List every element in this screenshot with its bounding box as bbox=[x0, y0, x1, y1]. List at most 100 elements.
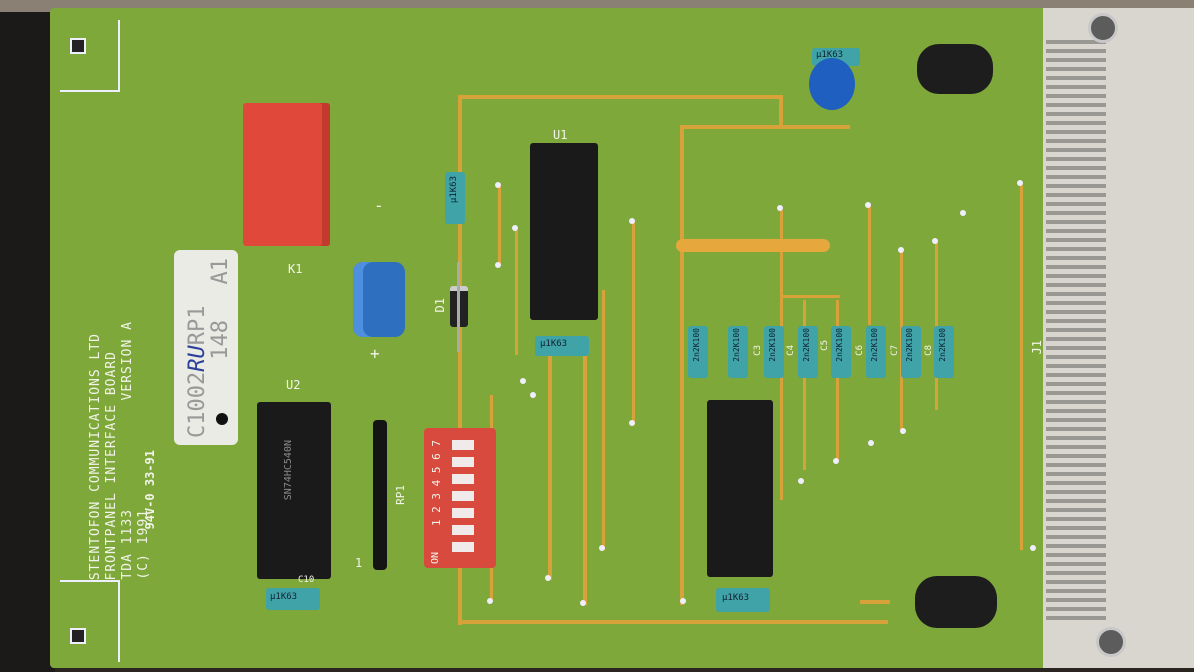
trace-short-1 bbox=[498, 185, 501, 265]
designator-c4: C4 bbox=[786, 345, 796, 356]
bank-cap-label: 2n2K100 bbox=[905, 328, 914, 362]
bank-cap-label: 2n2K100 bbox=[938, 328, 947, 362]
bank-cap-label: 2n2K100 bbox=[732, 328, 741, 362]
sticker-line1-suffix: RP1 bbox=[185, 305, 210, 346]
via bbox=[960, 210, 966, 216]
ic-u2 bbox=[257, 402, 331, 579]
sticker-handwriting: RU bbox=[185, 345, 210, 372]
corner-silk-top bbox=[60, 20, 120, 92]
ul-rating: 94V-0 33-91 bbox=[143, 450, 157, 530]
designator-c3: C3 bbox=[753, 345, 763, 356]
bank-cap-label: 2n2K100 bbox=[802, 328, 811, 362]
maker-line2: FRONTPANEL INTERFACE BOARD bbox=[104, 350, 119, 581]
bank-cap-label: 2n2K100 bbox=[835, 328, 844, 362]
via bbox=[487, 598, 493, 604]
trace-bank5 bbox=[803, 300, 806, 470]
cap-label-topright: µ1K63 bbox=[816, 50, 844, 60]
designator-rp1: RP1 bbox=[394, 485, 407, 505]
via bbox=[520, 378, 526, 384]
dip-numbers: 1 2 3 4 5 6 7 bbox=[430, 440, 443, 527]
ceramic-cap-c9 bbox=[535, 336, 589, 356]
mounting-hole-bottom-left bbox=[70, 628, 86, 644]
trace-short-2 bbox=[515, 230, 518, 355]
trace-upper-horizontal bbox=[680, 125, 850, 129]
ceramic-cap-bottom bbox=[716, 588, 770, 612]
connector-screw-bottom bbox=[1096, 627, 1126, 657]
designator-u1: U1 bbox=[553, 128, 568, 142]
diode-lead bbox=[457, 262, 460, 352]
sticker-text-3: A1 bbox=[208, 258, 233, 285]
bank-cap-label: 2n2K100 bbox=[768, 328, 777, 362]
trace-bottom-right bbox=[860, 600, 890, 604]
via bbox=[629, 420, 635, 426]
via bbox=[580, 600, 586, 606]
via bbox=[495, 182, 501, 188]
bank-cap-1 bbox=[688, 326, 708, 378]
trace-bank6 bbox=[836, 300, 839, 460]
cap-label-c10: µ1K63 bbox=[270, 592, 298, 602]
trace-bank3 bbox=[935, 240, 938, 410]
bank-cap-3 bbox=[764, 326, 784, 378]
via bbox=[629, 218, 635, 224]
trace-short-3 bbox=[602, 290, 605, 550]
trace-mid-vertical bbox=[680, 125, 684, 605]
dip-switch-slots bbox=[452, 440, 474, 558]
via bbox=[868, 440, 874, 446]
left-dark-edge bbox=[0, 0, 55, 672]
maker-line3: TDA 1133 bbox=[120, 509, 135, 580]
sticker-line1: C1002 bbox=[185, 371, 210, 438]
trace-connector-line bbox=[1020, 185, 1023, 550]
designator-c8: C8 bbox=[924, 345, 934, 356]
sticker-label bbox=[174, 250, 238, 445]
wire-link bbox=[676, 239, 830, 252]
trace-bank1 bbox=[868, 205, 871, 325]
sticker-line3: A1 bbox=[208, 258, 233, 285]
designator-c5: C5 bbox=[820, 340, 830, 351]
bank-cap-2 bbox=[728, 326, 748, 378]
trace-right-vert bbox=[779, 95, 783, 127]
sticker-text-2: 148 bbox=[208, 320, 233, 360]
trace-bank-tie bbox=[780, 295, 840, 298]
via bbox=[599, 545, 605, 551]
bank-cap-5 bbox=[831, 326, 851, 378]
sticker-dot bbox=[216, 413, 228, 425]
cap-label-top: µ1K63 bbox=[449, 176, 459, 204]
connector-screw-top bbox=[1088, 13, 1118, 43]
polarity-plus: + bbox=[370, 344, 380, 363]
bank-cap-8 bbox=[934, 326, 954, 378]
connector-pins bbox=[1046, 40, 1106, 620]
trace-bottom-long bbox=[458, 620, 888, 624]
relay-k1 bbox=[243, 103, 330, 246]
designator-k1: K1 bbox=[288, 262, 303, 276]
dip-on-label: ON bbox=[430, 552, 441, 565]
blue-capacitor bbox=[809, 58, 855, 110]
via bbox=[1030, 545, 1036, 551]
via bbox=[1017, 180, 1023, 186]
bank-cap-7 bbox=[901, 326, 921, 378]
via bbox=[833, 458, 839, 464]
via bbox=[495, 262, 501, 268]
via bbox=[798, 478, 804, 484]
resistor-pack-rp1 bbox=[373, 420, 387, 570]
mounting-hole-top-left bbox=[70, 38, 86, 54]
designator-c10: C10 bbox=[298, 575, 315, 585]
designator-c6: C6 bbox=[855, 345, 865, 356]
designator-j1: J1 bbox=[1030, 340, 1044, 355]
maker-text-block: STENTOFON COMMUNICATIONS LTD FRONTPANEL … bbox=[88, 200, 178, 580]
via bbox=[898, 247, 904, 253]
via bbox=[777, 205, 783, 211]
designator-d1: D1 bbox=[433, 298, 447, 313]
ceramic-cap-c10 bbox=[266, 588, 320, 610]
trace-u1-lower2 bbox=[583, 340, 587, 605]
maker-line1: STENTOFON COMMUNICATIONS LTD bbox=[88, 332, 103, 580]
bank-cap-label: 2n2K100 bbox=[692, 328, 701, 362]
bank-cap-4 bbox=[798, 326, 818, 378]
ic-u3 bbox=[707, 400, 773, 577]
ferrite-bead-top bbox=[917, 44, 993, 94]
trace-left-vertical bbox=[458, 95, 462, 625]
sticker-line2: 148 bbox=[208, 320, 233, 360]
via bbox=[545, 575, 551, 581]
bank-cap-6 bbox=[866, 326, 886, 378]
trace-top-long bbox=[458, 95, 783, 99]
trace-u1-lower bbox=[548, 340, 552, 580]
